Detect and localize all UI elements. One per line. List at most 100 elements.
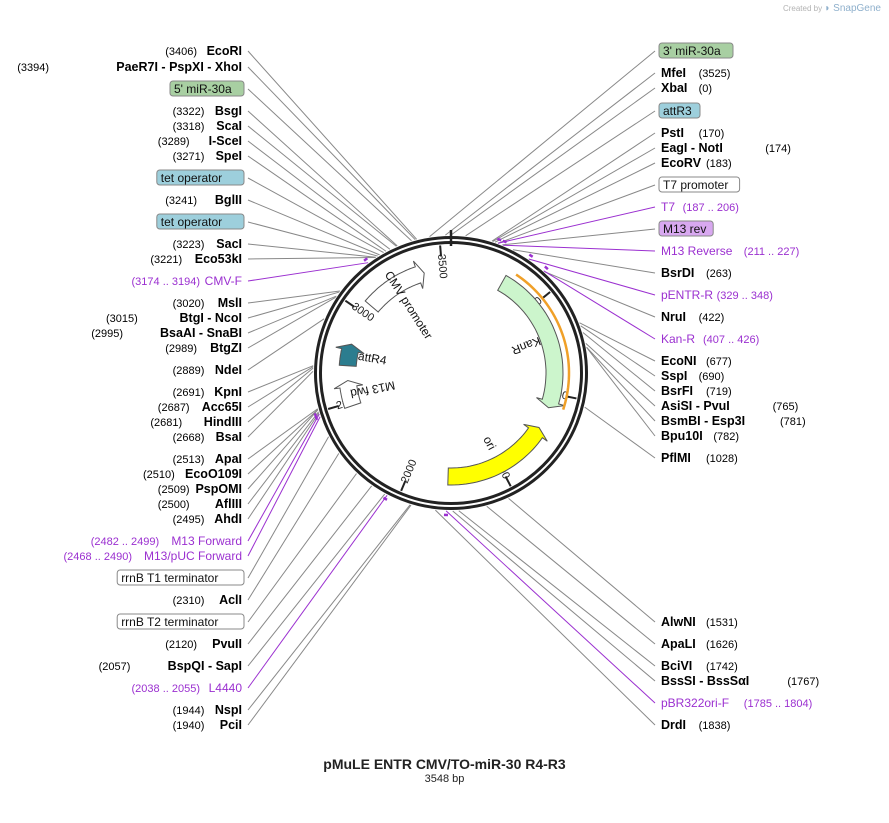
feature-tag-tet-operator: tet operator xyxy=(156,169,245,186)
primer-mark-l4440 xyxy=(382,496,388,501)
label-number: (677) xyxy=(706,356,732,368)
enzyme-label-bsssi-bsss-i: BssSI - BssSαI(1767) xyxy=(661,674,819,688)
enzyme-label-drdi: DrdI(1838) xyxy=(661,718,730,732)
leader-saci xyxy=(247,243,376,258)
leader-bpu10i xyxy=(586,347,656,437)
label-number: (2989) xyxy=(165,343,197,355)
feature-tag-box xyxy=(116,613,245,630)
enzyme-label-msli: MslI(3020) xyxy=(173,296,242,310)
label-number: (407 .. 426) xyxy=(703,334,759,346)
enzyme-label-bspqi-sapi: BspQI - SapI(2057) xyxy=(99,659,242,673)
enzyme-label-hindiii: HindIII(2681) xyxy=(150,415,242,429)
feature-tag-3-mir-30a: 3' miR-30a xyxy=(658,42,734,59)
leader-attr3 xyxy=(465,110,656,237)
leader-eco53ki xyxy=(247,256,376,260)
feature-tag-box xyxy=(658,176,741,193)
primer-label-pentr-r: pENTR-R(329 .. 348) xyxy=(661,288,773,302)
ruler-tick-1500 xyxy=(504,476,512,487)
primer-mark-pentr-r xyxy=(528,253,534,258)
enzyme-label-scai: ScaI (3318) xyxy=(173,119,242,133)
feature-tag-text: 3' miR-30a xyxy=(663,44,721,58)
primer-label-l4440: L4440(2038 .. 2055) xyxy=(132,681,243,695)
label-number: (2057) xyxy=(99,661,131,673)
label-number: (3525) xyxy=(699,68,731,80)
label-number: (170) xyxy=(699,128,725,140)
label-number: (3318) xyxy=(173,121,205,133)
feature-cmv-promoter xyxy=(364,260,425,313)
label-name: MslI xyxy=(218,296,242,310)
feature-tag-5-mir-30a: 5' miR-30a xyxy=(169,80,245,97)
label-number: (1767) xyxy=(787,676,819,688)
feature-tag-t7-promoter: T7 promoter xyxy=(658,176,741,193)
label-name: BsaI xyxy=(216,430,242,444)
plasmid-backbone xyxy=(314,230,588,510)
label-name: BsrFI xyxy=(661,384,693,398)
leader-ahdi xyxy=(247,412,320,520)
leader-kpni xyxy=(247,365,314,393)
enzyme-label-apai: ApaI(2513) xyxy=(173,452,242,466)
feature-tag-box xyxy=(658,102,701,119)
leader-tet-operator xyxy=(247,221,378,257)
label-number: (765) xyxy=(773,401,799,413)
feature-ori xyxy=(447,423,548,486)
primer-label-kan-r: Kan-R(407 .. 426) xyxy=(661,332,759,346)
leader-bsaai-snabi xyxy=(247,295,337,334)
primer-label-m13-reverse: M13 Reverse(211 .. 227) xyxy=(661,244,799,258)
leader-apai xyxy=(247,408,319,460)
leader-nspi xyxy=(247,504,411,711)
primer-mark-m13-reverse xyxy=(502,239,508,244)
plasmid-length: 3548 bp xyxy=(424,773,465,785)
primer-label-t7: T7(187 .. 206) xyxy=(661,200,739,214)
label-number: (263) xyxy=(706,268,732,280)
label-number: (2500) xyxy=(158,499,190,511)
label-name: EcoNI xyxy=(661,354,696,368)
primer-label-pbr322ori-f: pBR322ori-F(1785 .. 1804) xyxy=(661,696,812,710)
enzyme-label-bsmbi-esp3i: BsmBI - Esp3I(781) xyxy=(661,414,806,428)
enzyme-label-spei: SpeI(3271) xyxy=(173,149,242,163)
label-number: (3394) xyxy=(17,62,49,74)
leader-t7 xyxy=(497,206,656,244)
leader-pflmi xyxy=(584,406,656,459)
enzyme-label-pflmi: PflMI(1028) xyxy=(661,451,738,465)
label-name: NruI xyxy=(661,310,686,324)
leader-alwni xyxy=(508,498,656,623)
label-number: (3271) xyxy=(173,151,205,163)
leader-scai xyxy=(247,125,397,247)
label-number: (183) xyxy=(706,158,732,170)
enzyme-label-pspomi: PspOMI(2509) xyxy=(158,482,242,496)
feature-tag-box xyxy=(658,42,734,59)
leader-t7-promoter xyxy=(497,184,656,244)
leader-rrnb-t2-terminator xyxy=(247,473,357,623)
leader-mfei xyxy=(445,72,656,236)
label-name: BglII xyxy=(215,193,242,207)
label-name: BtgI - NcoI xyxy=(180,311,243,325)
leader-eagi-noti xyxy=(492,147,656,242)
label-number: (2687) xyxy=(158,402,190,414)
feature-attr4 xyxy=(335,343,365,367)
enzyme-label-kpni: KpnI(2691) xyxy=(173,385,242,399)
leader-pvuii xyxy=(247,485,373,645)
primer-mark-t7 xyxy=(496,237,502,242)
label-number: (2681) xyxy=(150,417,182,429)
label-name: ScaI xyxy=(216,119,242,133)
enzyme-label-afliii: AflIII(2500) xyxy=(158,497,242,511)
label-number: (2691) xyxy=(173,387,205,399)
label-name: BsgI xyxy=(215,104,242,118)
feature-tag-text: attR3 xyxy=(663,104,692,118)
feature-label-m13-fwd: M13 fwd xyxy=(349,378,396,401)
label-name: AclI xyxy=(219,593,242,607)
enzyme-label-btgzi: BtgZI(2989) xyxy=(165,341,242,355)
feature-tag-rrnb-t1-terminator: rrnB T1 terminator xyxy=(116,569,245,586)
label-number: (2468 .. 2490) xyxy=(64,551,133,563)
label-name: CMV-F xyxy=(205,274,242,288)
leader-m13-rev xyxy=(502,228,656,246)
enzyme-label-ecoo109i: EcoO109I(2510) xyxy=(143,467,242,481)
enzyme-label-bsrdi: BsrDI(263) xyxy=(661,266,732,280)
enzyme-label-asisi-pvui: AsiSI - PvuI(765) xyxy=(661,399,798,413)
primer-label-m13-puc-forward: M13/pUC Forward(2468 .. 2490) xyxy=(64,549,243,563)
label-name: MfeI xyxy=(661,66,686,80)
label-number: (3221) xyxy=(150,254,182,266)
leader-bsmbi-esp3i xyxy=(586,346,656,422)
enzyme-label-acli: AclI(2310) xyxy=(173,593,242,607)
label-name: NspI xyxy=(215,703,242,717)
